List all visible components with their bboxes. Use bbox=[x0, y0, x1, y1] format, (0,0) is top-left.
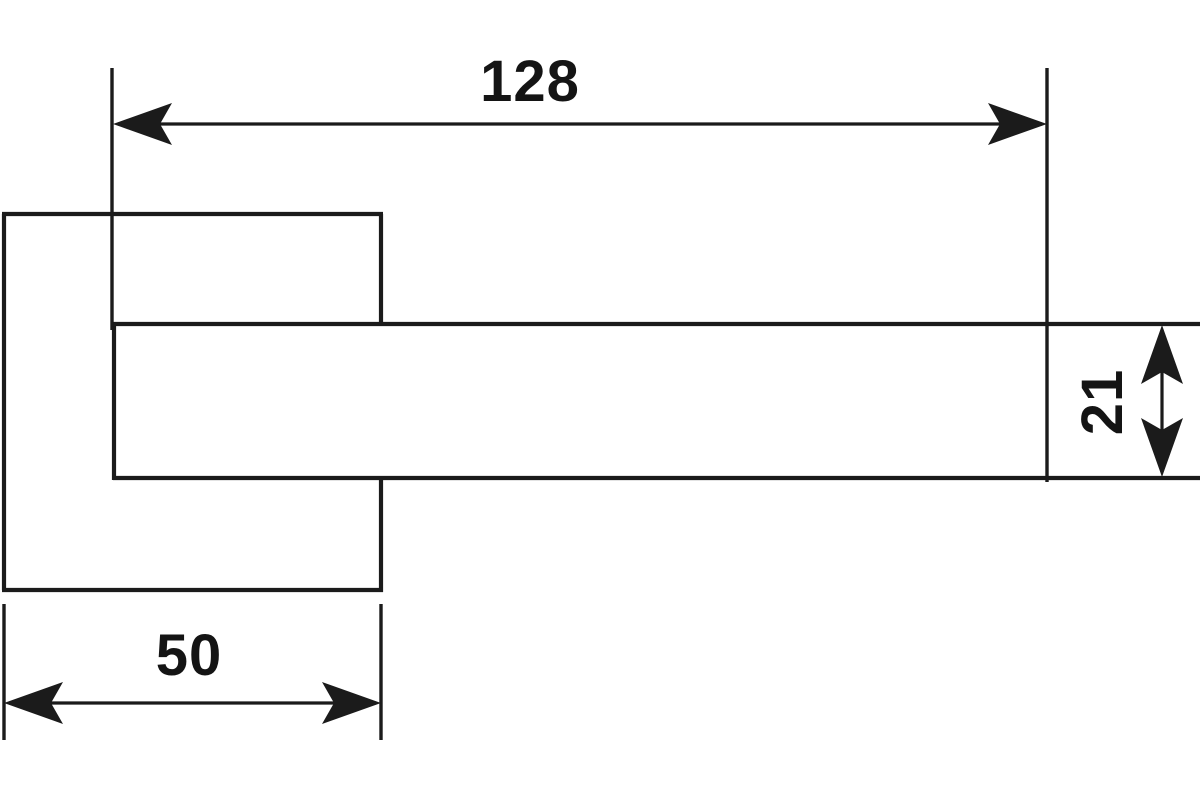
dimension-128-arrow-right bbox=[988, 103, 1047, 145]
dimension-50-label: 50 bbox=[156, 623, 223, 688]
dimension-128: 128 bbox=[113, 49, 1047, 145]
dimension-50-arrow-right bbox=[322, 682, 381, 724]
dimension-21-arrow-top bbox=[1141, 325, 1183, 384]
dimension-50: 50 bbox=[4, 623, 381, 724]
dimension-21-arrow-bottom bbox=[1141, 418, 1183, 477]
rosette-plate bbox=[1, 211, 384, 593]
extension-lines bbox=[2, 68, 1049, 740]
dimension-21-label: 21 bbox=[1070, 369, 1135, 436]
dimension-128-arrow-left bbox=[113, 103, 172, 145]
dimension-50-arrow-left bbox=[4, 682, 63, 724]
dimension-21: 21 bbox=[1070, 325, 1183, 477]
lever-bar bbox=[111, 321, 1200, 481]
dimension-128-label: 128 bbox=[480, 49, 580, 114]
